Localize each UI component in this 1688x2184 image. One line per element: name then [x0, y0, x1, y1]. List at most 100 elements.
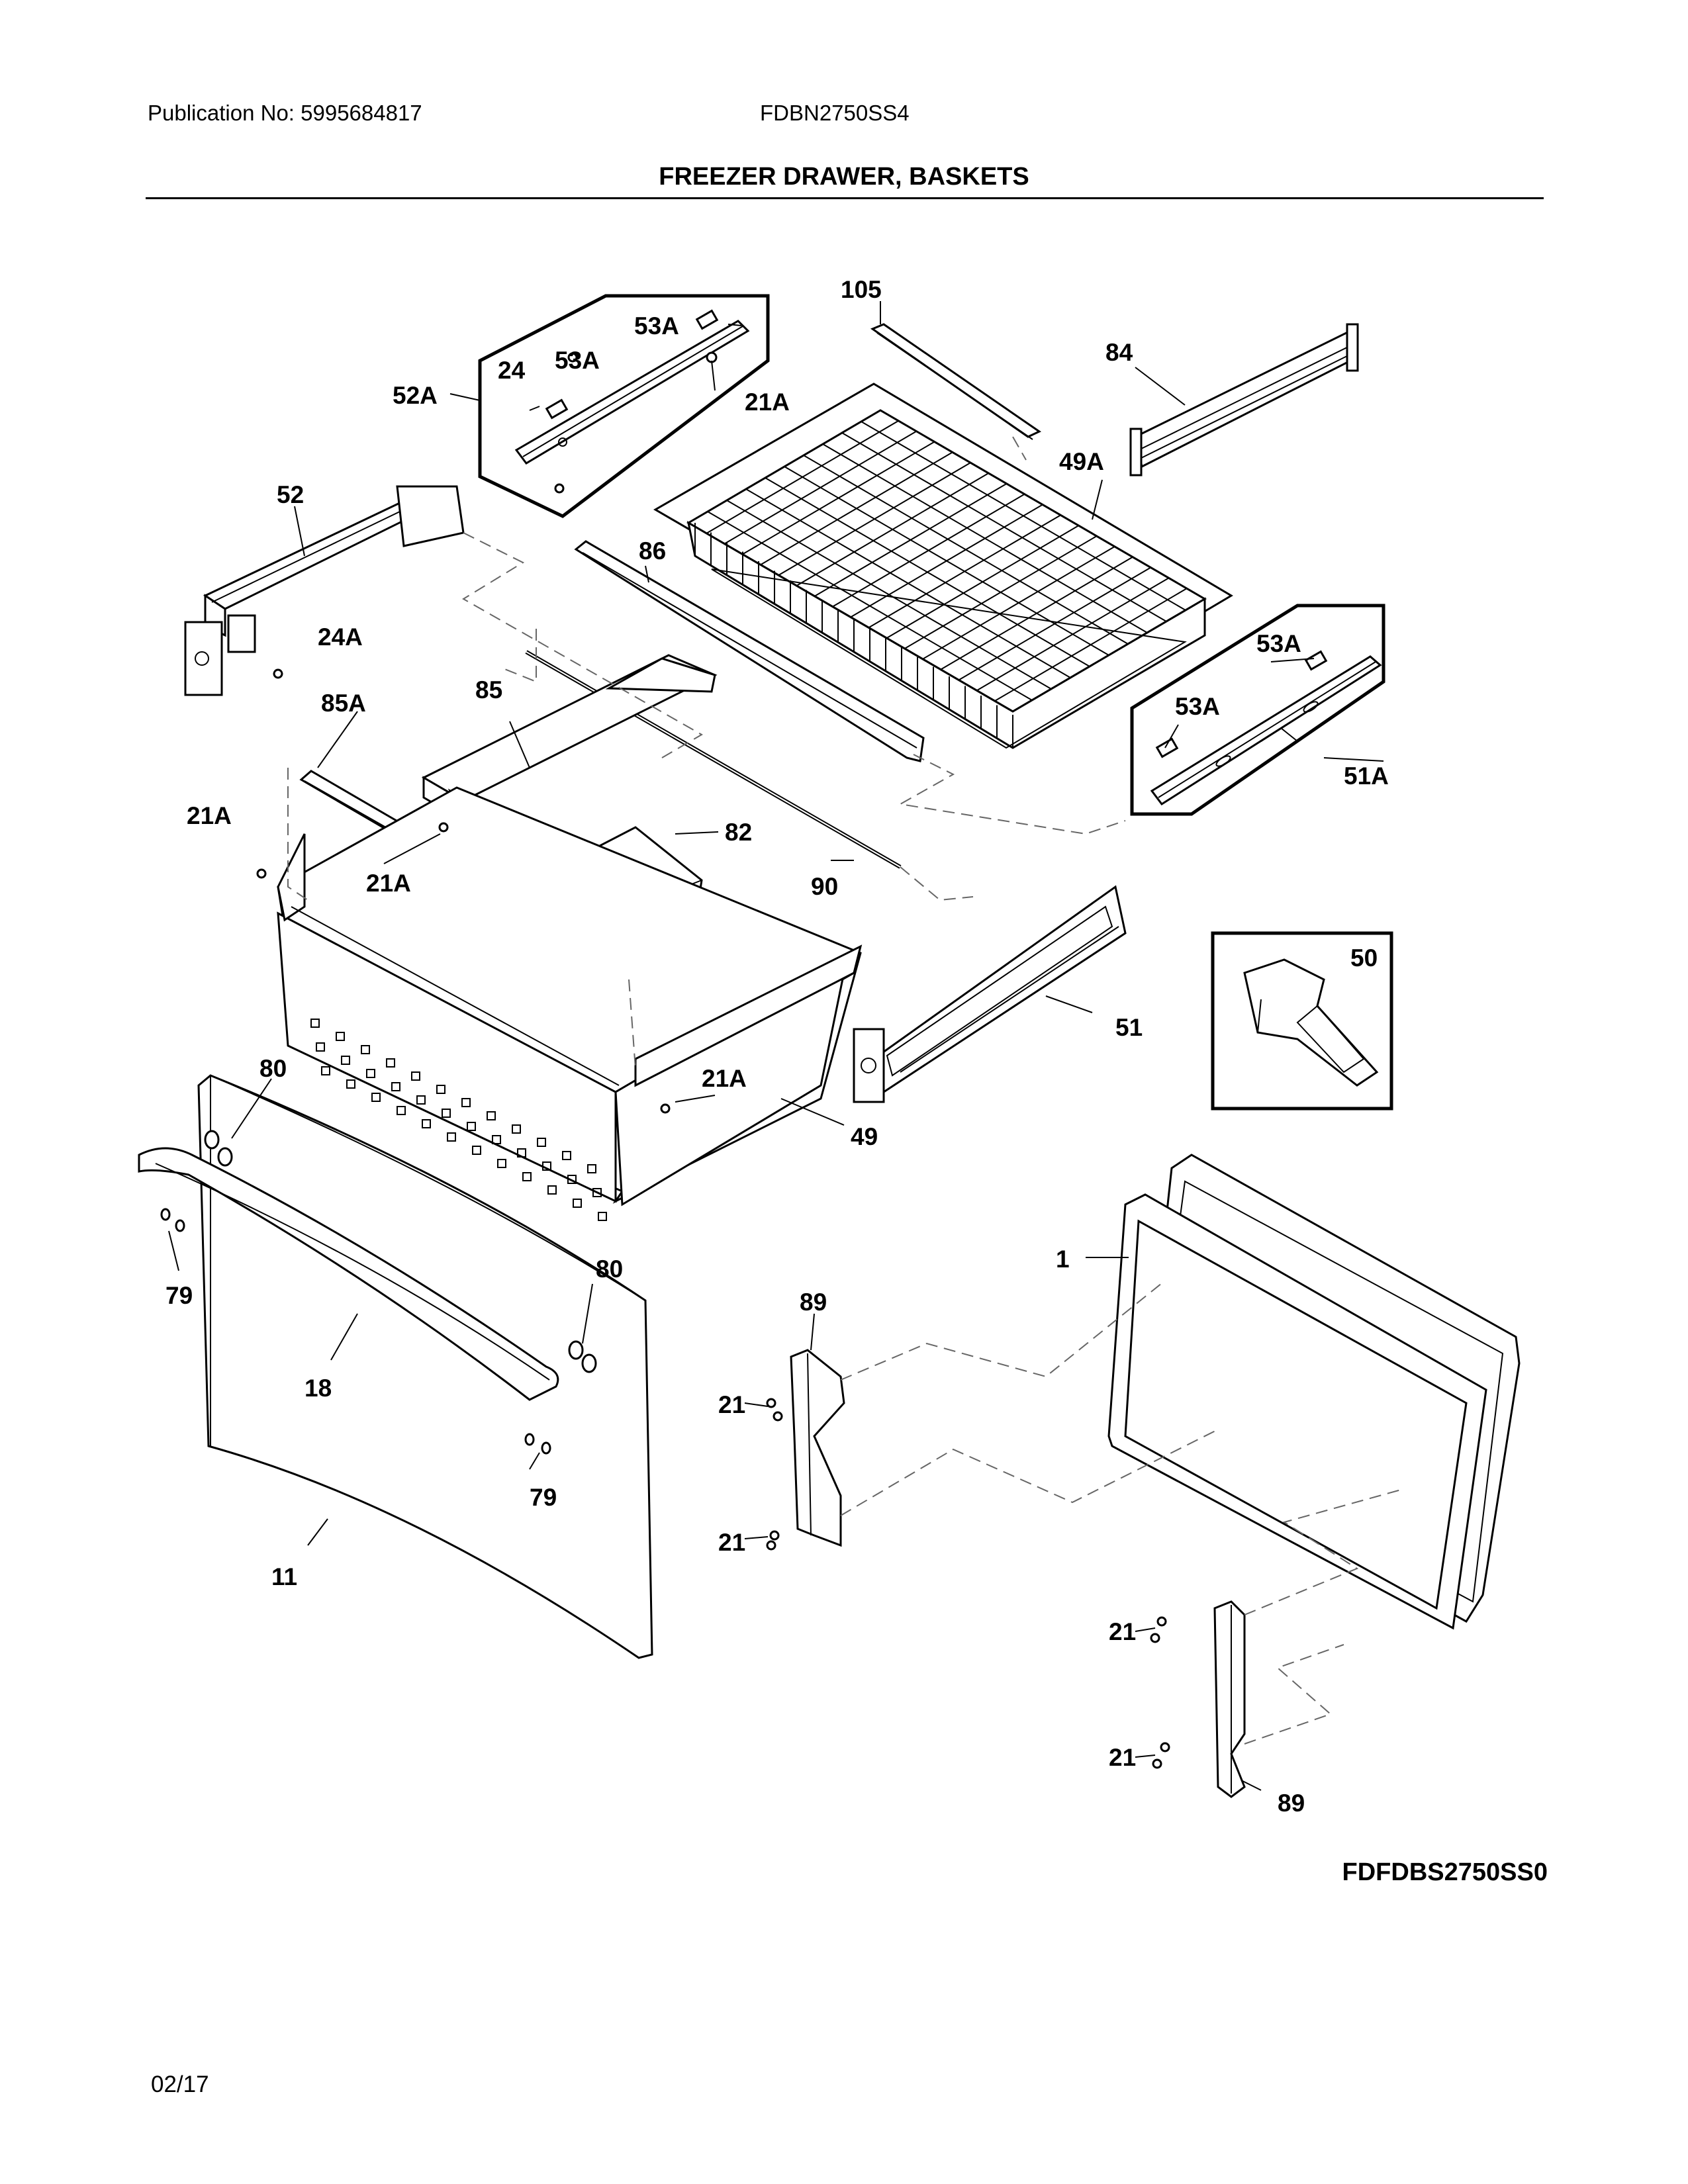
- vent-hole: [487, 1111, 496, 1120]
- vent-hole: [472, 1146, 481, 1155]
- inset-box-52a: [478, 294, 770, 518]
- callout-53a: 53A: [555, 347, 600, 374]
- callout-53a: 53A: [1256, 630, 1301, 657]
- vent-hole: [336, 1032, 345, 1041]
- vent-hole: [346, 1079, 355, 1089]
- callout-21a: 21A: [187, 802, 232, 829]
- vent-hole: [416, 1095, 426, 1105]
- leader-lines: [168, 301, 1384, 1791]
- bracket-89-left: [790, 1349, 845, 1547]
- basket-wire: [765, 477, 1090, 667]
- page-title: FREEZER DRAWER, BASKETS: [659, 163, 1029, 191]
- callout-79: 79: [530, 1484, 557, 1511]
- vent-hole: [573, 1199, 582, 1208]
- callout-79: 79: [165, 1282, 193, 1309]
- callout-21: 21: [1109, 1618, 1136, 1645]
- vent-hole: [522, 1172, 532, 1181]
- callout-89: 89: [1278, 1790, 1305, 1817]
- vent-hole: [422, 1119, 431, 1128]
- door-gasket-1: [1107, 1193, 1487, 1630]
- vent-hole: [447, 1132, 456, 1142]
- rail-cover-86: [574, 540, 925, 762]
- model-number: FDBN2750SS4: [760, 101, 910, 125]
- basket-wire: [745, 488, 1071, 678]
- inset-box-51a: [1130, 604, 1385, 816]
- vent-hole: [391, 1082, 400, 1091]
- callout-51: 51: [1115, 1014, 1143, 1041]
- callout-21: 21: [718, 1391, 745, 1418]
- callout-24a: 24A: [318, 623, 363, 651]
- callout-80: 80: [259, 1055, 287, 1082]
- callout-105: 105: [841, 276, 882, 303]
- callout-51a: 51A: [1344, 762, 1389, 790]
- drawer-basket-49: [277, 786, 863, 1221]
- vent-hole: [517, 1148, 526, 1158]
- revision-date: 02/17: [151, 2071, 209, 2097]
- basket-wire: [707, 511, 1033, 701]
- callout-85a: 85A: [321, 690, 366, 717]
- divider-84: [1129, 323, 1359, 477]
- wire-basket-49a: [653, 383, 1233, 749]
- vent-hole: [316, 1042, 325, 1052]
- vent-hole: [310, 1019, 320, 1028]
- vent-hole: [366, 1069, 375, 1078]
- callout-90: 90: [811, 873, 838, 900]
- trim-bar-105: [870, 323, 1041, 440]
- callout-50: 50: [1350, 944, 1378, 972]
- basket-wire: [822, 443, 1148, 633]
- slide-rail-52: [184, 485, 465, 696]
- vent-hole: [361, 1045, 370, 1054]
- callout-21a: 21A: [745, 388, 790, 416]
- callout-53a: 53A: [634, 312, 679, 340]
- vent-hole: [562, 1151, 571, 1160]
- hardware-80-79: [160, 1130, 597, 1455]
- basket-wire: [726, 500, 1052, 690]
- rod-90: [525, 650, 902, 869]
- vent-hole: [567, 1175, 577, 1184]
- vent-hole: [592, 1188, 602, 1197]
- callout-24: 24: [498, 357, 526, 384]
- vent-hole: [341, 1056, 350, 1065]
- callout-85: 85: [475, 676, 502, 704]
- callout-80: 80: [596, 1255, 623, 1283]
- callout-21: 21: [1109, 1744, 1136, 1771]
- vent-hole: [587, 1164, 596, 1173]
- vent-hole: [371, 1093, 381, 1102]
- vent-hole: [492, 1135, 501, 1144]
- callout-52: 52: [277, 481, 304, 508]
- callout-21a: 21A: [702, 1065, 747, 1092]
- callout-11: 11: [271, 1563, 297, 1590]
- callout-21: 21: [718, 1529, 745, 1556]
- callout-86: 86: [639, 537, 666, 565]
- vent-hole: [467, 1122, 476, 1131]
- publication-number: Publication No: 5995684817: [148, 101, 422, 125]
- vent-hole: [397, 1106, 406, 1115]
- basket-wire: [784, 466, 1109, 656]
- assembly-dash-lines: [287, 436, 1404, 1745]
- callout-89: 89: [800, 1289, 827, 1316]
- vent-hole: [461, 1098, 471, 1107]
- callout-49a: 49A: [1059, 448, 1104, 475]
- header-rule: [146, 197, 1544, 199]
- callout-18: 18: [305, 1375, 332, 1402]
- basket-wire: [841, 432, 1167, 622]
- vent-hole: [598, 1212, 607, 1221]
- diagram-code: FDFDBS2750SS0: [1342, 1858, 1548, 1886]
- slide-rail-51: [853, 885, 1127, 1103]
- basket-wire: [803, 455, 1129, 645]
- basket-wire: [861, 421, 1186, 611]
- callout-1: 1: [1056, 1246, 1070, 1273]
- callout-84: 84: [1105, 339, 1133, 366]
- vent-hole: [497, 1159, 506, 1168]
- callout-labels: 105 84 53A 53A 24 52A 21A 49A 52 86 24A …: [165, 276, 1389, 1817]
- screws-21: [256, 352, 1170, 1769]
- callout-52a: 52A: [393, 382, 438, 409]
- handle-18: [138, 1147, 559, 1401]
- vent-hole: [442, 1109, 451, 1118]
- inset-box-50: [1211, 931, 1393, 1111]
- bracket-89-right: [1213, 1600, 1246, 1798]
- vent-hole: [512, 1124, 521, 1134]
- callout-53a: 53A: [1175, 693, 1220, 720]
- vent-hole: [542, 1161, 551, 1171]
